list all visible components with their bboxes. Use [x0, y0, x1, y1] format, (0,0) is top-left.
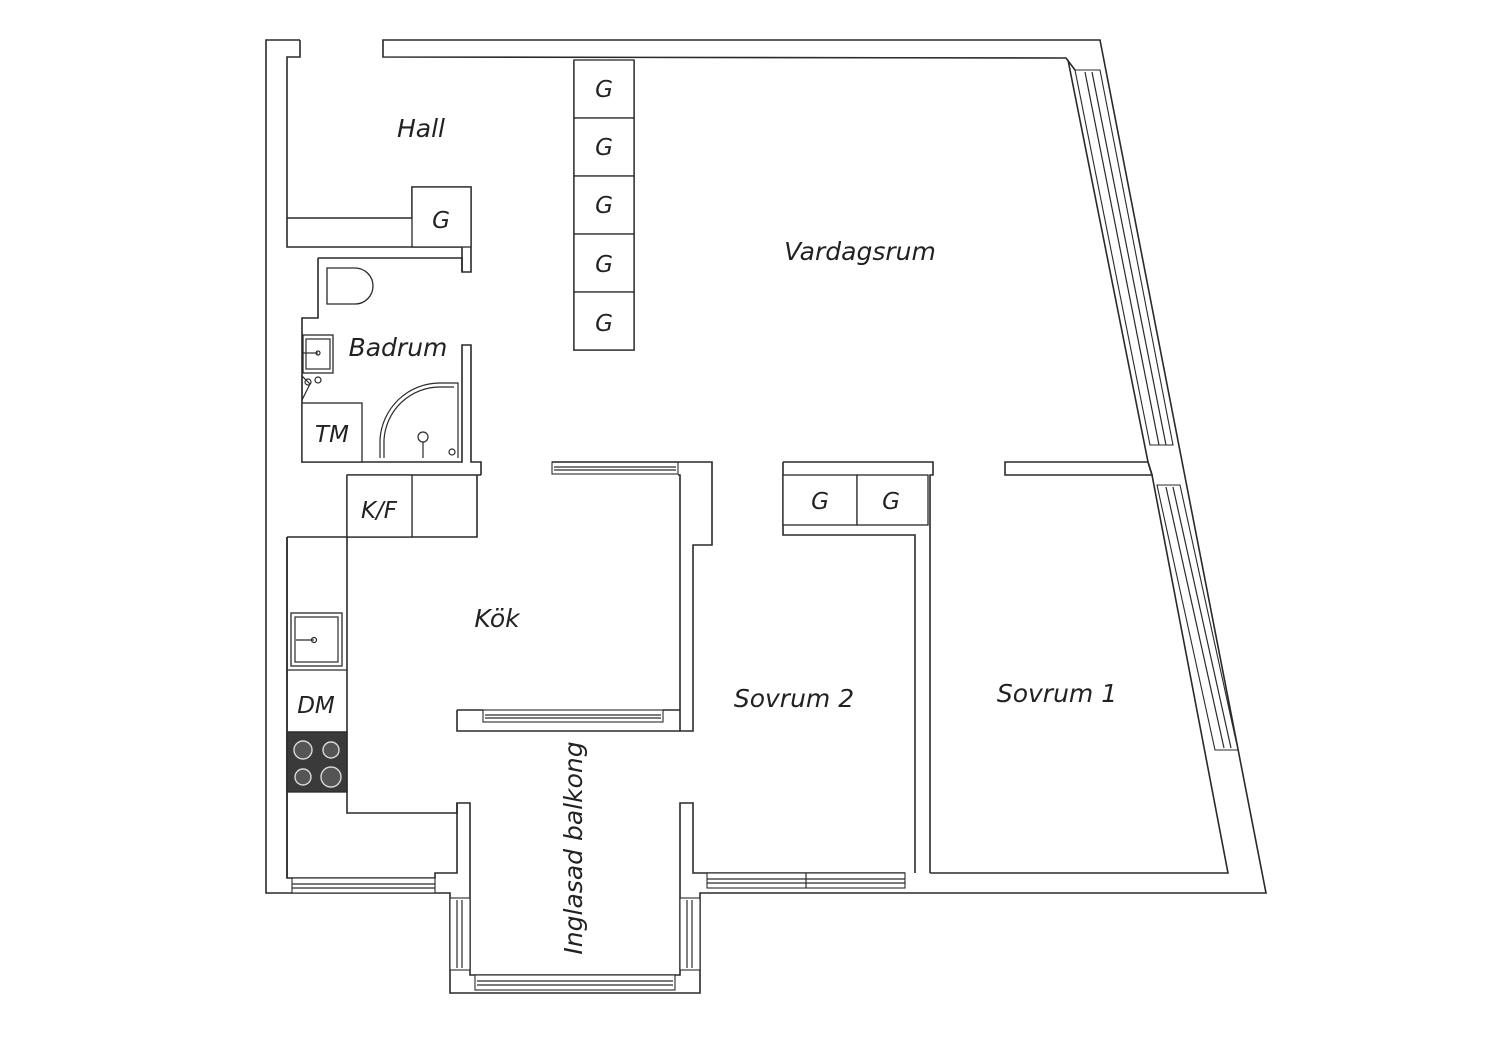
room-label-hall: Hall	[397, 114, 445, 143]
wardrobe-sovrum2: G G	[782, 474, 929, 526]
room-label-balkong: Inglasad balkong	[559, 741, 588, 954]
wardrobe-hall: G	[411, 186, 472, 248]
window-kitchen	[291, 877, 436, 894]
wardrobe-group-vardagsrum: G G G G G	[573, 59, 635, 351]
kitchen-fixtures: K/F DM	[286, 474, 413, 793]
window-balcony-bottom	[474, 974, 676, 991]
fridge-freezer-label: K/F	[361, 498, 398, 524]
shower-icon	[379, 382, 459, 458]
wardrobe	[573, 233, 635, 293]
wardrobe	[573, 59, 635, 119]
window-kok-balkong	[482, 709, 664, 723]
sink-icon	[302, 334, 334, 374]
room-label-kok: Kök	[474, 604, 521, 633]
wardrobe-label: G	[432, 208, 450, 234]
fridge-freezer	[346, 474, 413, 538]
wardrobe-label: G	[595, 252, 613, 278]
room-label-sovrum2: Sovrum 2	[734, 684, 854, 713]
dishwasher-label: DM	[297, 693, 335, 719]
bathroom-fixtures: TM	[301, 267, 459, 463]
window-kok-upper	[551, 461, 679, 475]
wardrobe	[573, 175, 635, 235]
wardrobe-label: G	[595, 311, 613, 337]
window-right-upper	[1074, 69, 1174, 446]
window-balcony-left	[449, 897, 471, 971]
room-label-vardagsrum: Vardagsrum	[784, 237, 936, 266]
windows	[291, 69, 1239, 991]
wardrobe-label: G	[595, 135, 613, 161]
wardrobe-label: G	[882, 489, 900, 515]
window-balcony-right	[679, 897, 701, 971]
interior-walls	[286, 60, 1154, 878]
wardrobe-label: G	[595, 77, 613, 103]
wardrobe-label: G	[595, 193, 613, 219]
window-right-lower	[1156, 484, 1239, 751]
room-label-badrum: Badrum	[349, 333, 448, 362]
wardrobe	[573, 117, 635, 177]
room-label-sovrum1: Sovrum 1	[997, 679, 1117, 708]
wardrobe	[573, 291, 635, 351]
room-labels: Hall Vardagsrum Badrum Kök Sovrum 2 Sovr…	[349, 114, 1118, 955]
washing-machine-label: TM	[315, 422, 349, 448]
toilet-icon	[326, 267, 374, 305]
washing-machine	[301, 402, 363, 463]
wardrobe-label: G	[811, 489, 829, 515]
